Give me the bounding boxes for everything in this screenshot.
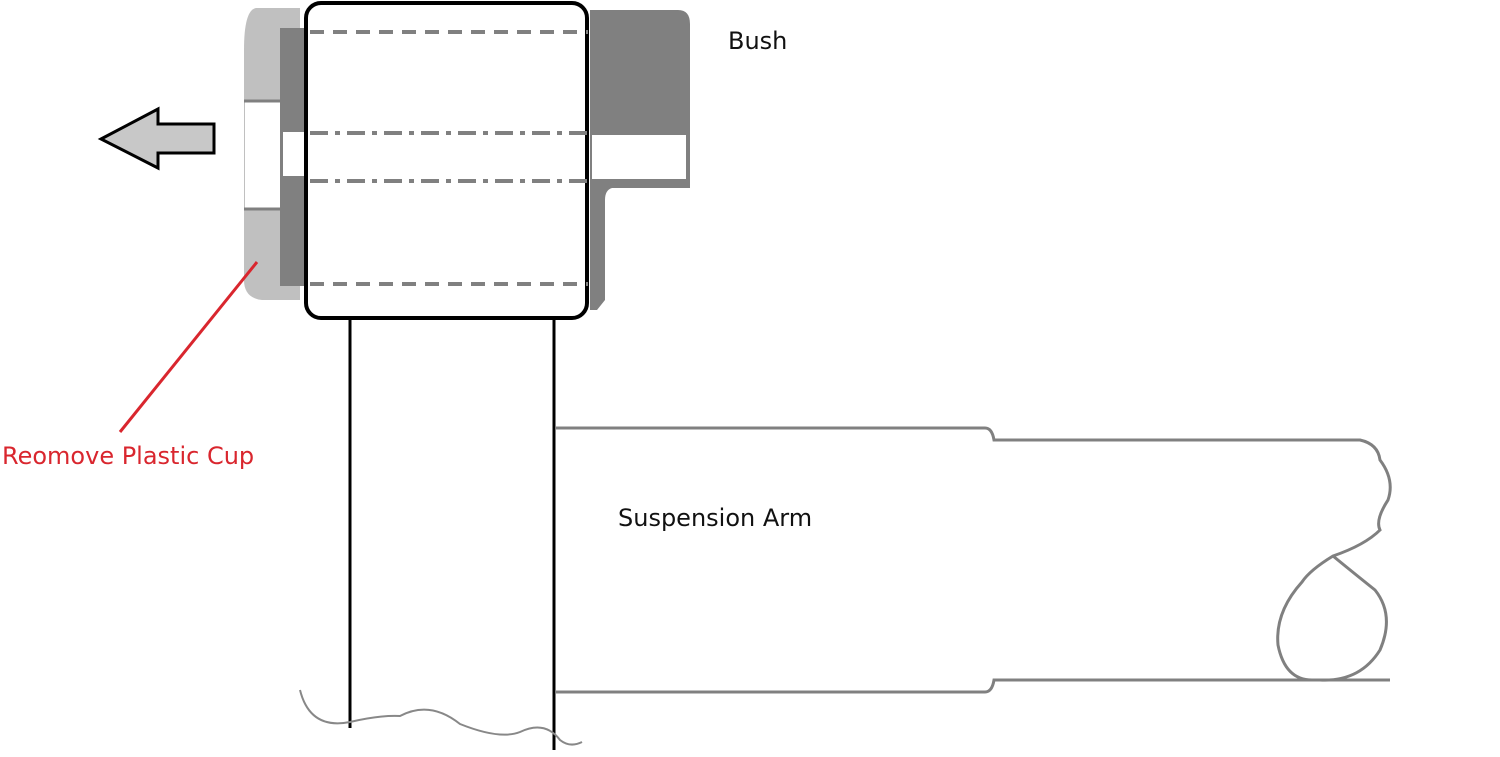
bush-body: [304, 1, 589, 320]
suspension-arm: [556, 426, 1392, 694]
break-line: [299, 689, 583, 746]
annotation-pointer: [118, 261, 259, 433]
remove-cup-label: Reomove Plastic Cup: [2, 442, 255, 470]
bush-flange: [590, 10, 690, 310]
hidden-lines: [310, 30, 588, 286]
mount-post: [348, 318, 556, 750]
bush-label: Bush: [728, 27, 788, 55]
arrow-left-icon: [97, 106, 216, 171]
plastic-cup: [244, 8, 305, 300]
suspension-arm-label: Suspension Arm: [618, 504, 813, 532]
